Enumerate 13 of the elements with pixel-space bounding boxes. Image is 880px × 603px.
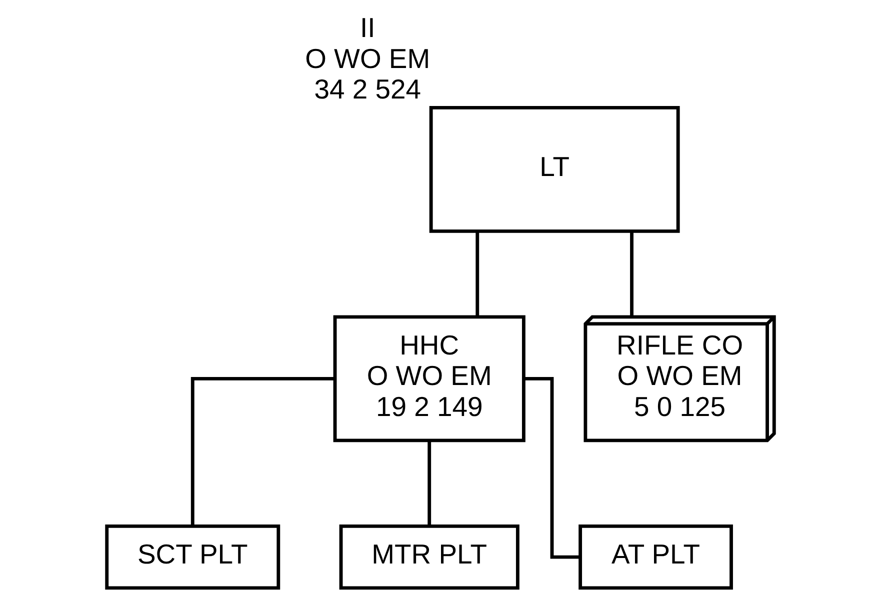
node-box: AT PLT: [578, 524, 732, 590]
node-label: II: [359, 12, 375, 43]
connector: [524, 376, 580, 559]
node-box: LT: [428, 106, 680, 233]
connector: [190, 376, 334, 526]
node-label: O WO EM: [304, 42, 430, 74]
node-label: 34 2 524: [314, 74, 421, 105]
node-box: MTR PLT: [338, 524, 519, 590]
node-box: SCT PLT: [104, 524, 280, 590]
node-box: HHC O WO EM 19 2 149: [332, 315, 525, 442]
connector: [475, 232, 479, 316]
connector: [427, 440, 431, 526]
connector: [630, 232, 633, 316]
